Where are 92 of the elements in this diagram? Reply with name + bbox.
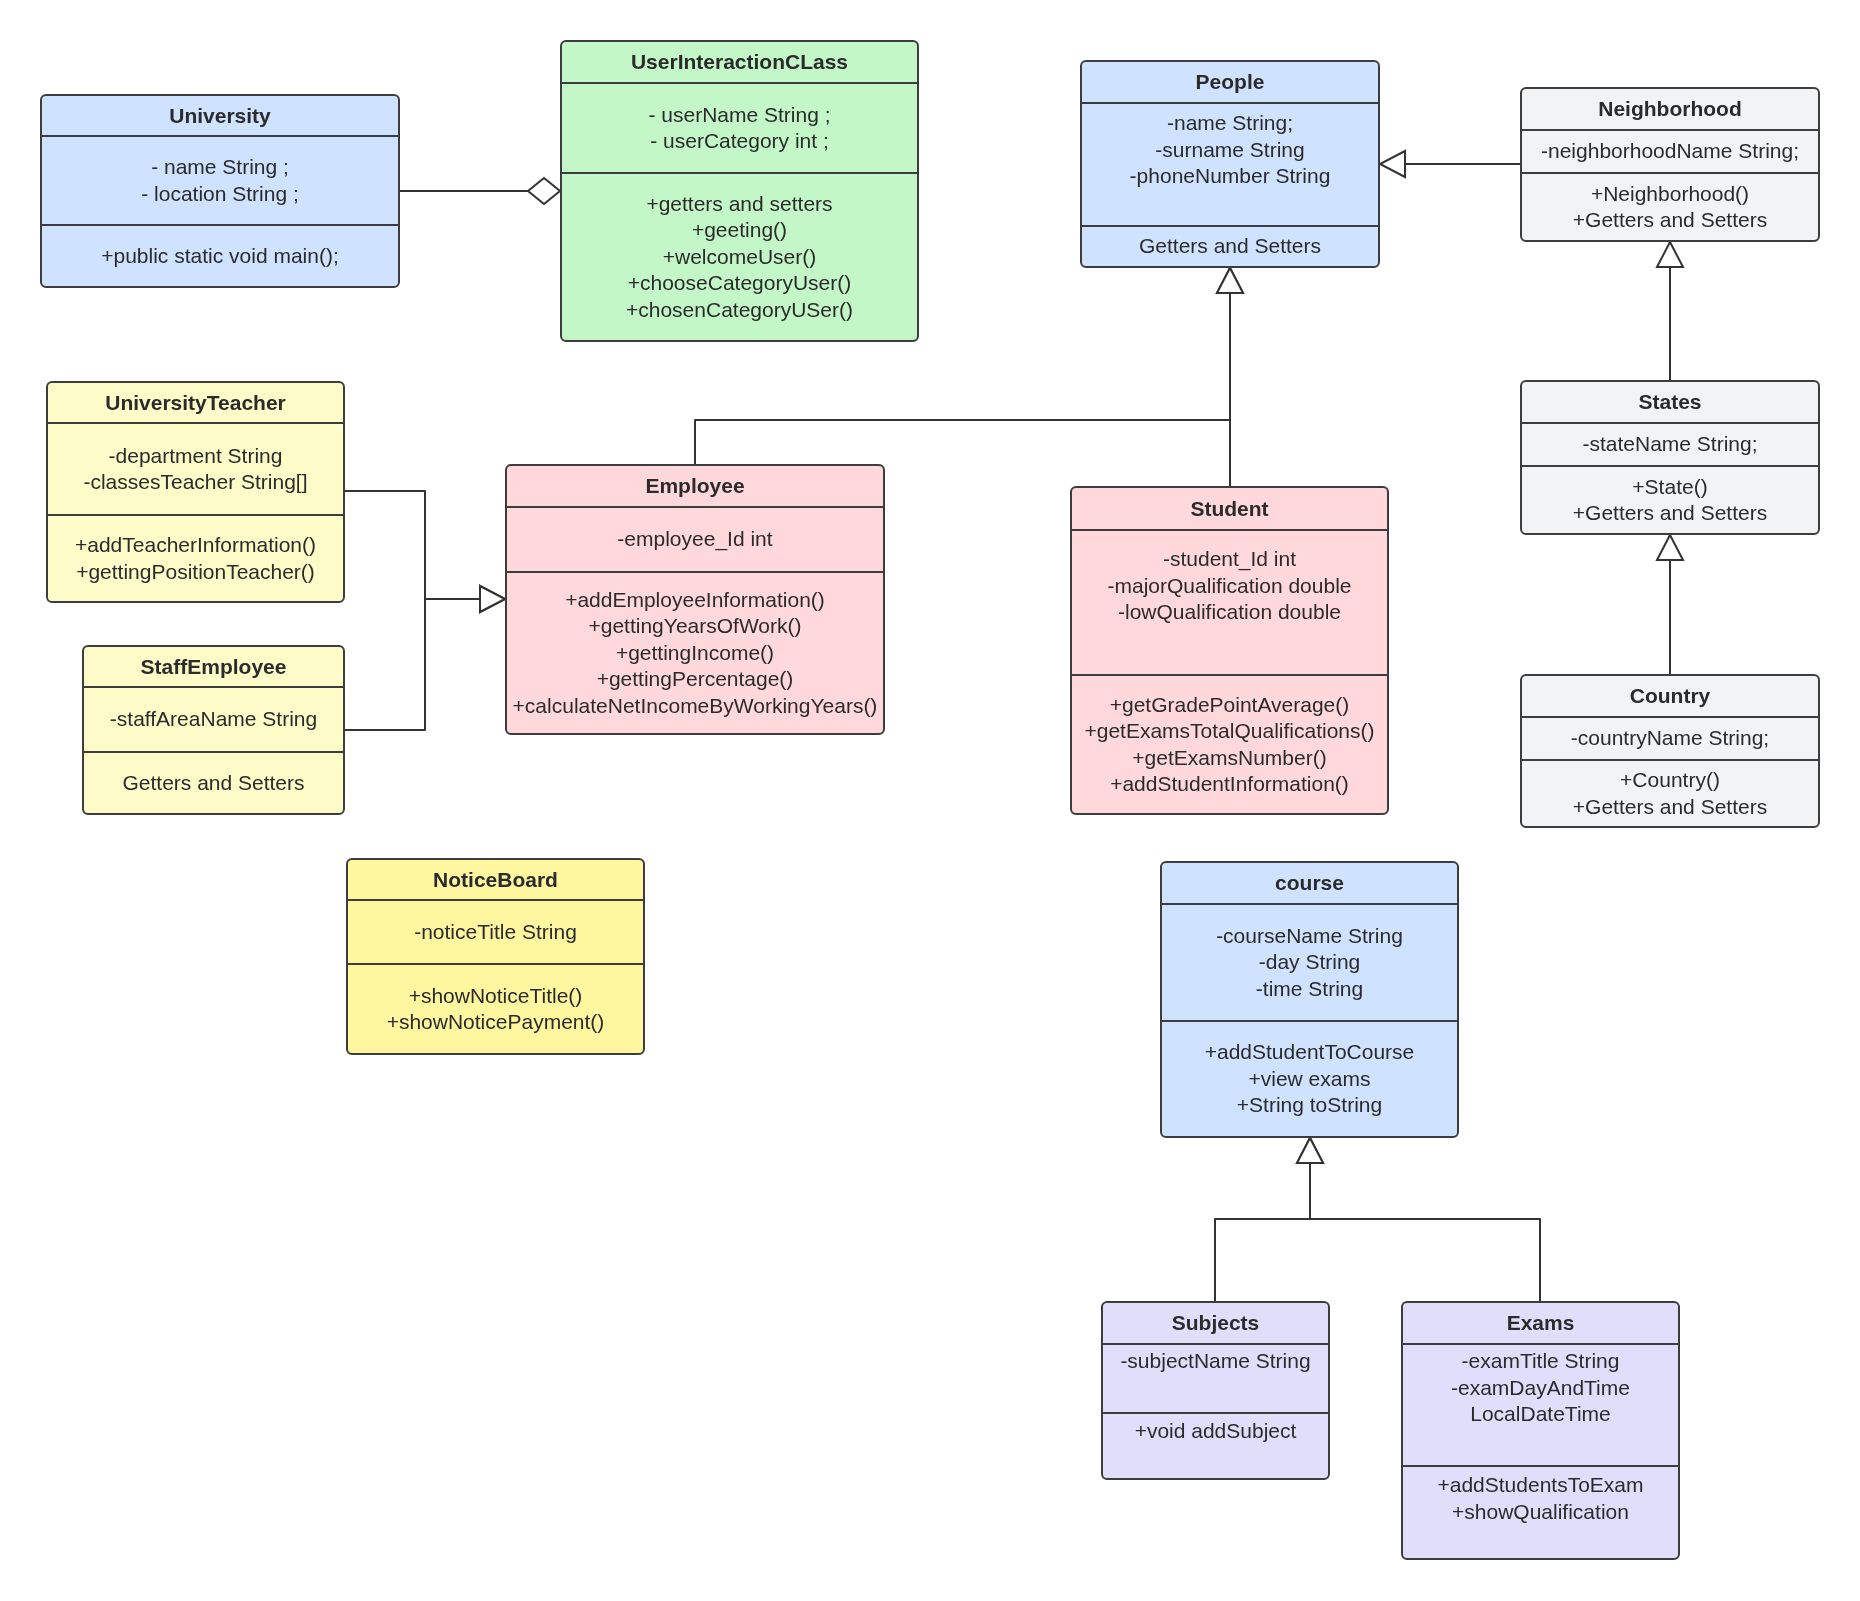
method-text: +Getters and Setters (1572, 500, 1768, 526)
attribute-text: -staffAreaName String (109, 706, 318, 733)
class-box (1070, 486, 1389, 815)
class-box (1160, 861, 1459, 1138)
inheritance-arrow (1216, 267, 1244, 487)
class-box (1520, 87, 1820, 242)
method-text: +welcomeUser() (662, 243, 817, 270)
method-text: +getExamsTotalQualifications() (1084, 718, 1375, 744)
method-text: +showNoticeTitle() (408, 982, 583, 1009)
class-name: Exams (1506, 1310, 1575, 1336)
method-text: +addStudentInformation() (1110, 771, 1349, 797)
attribute-text: -subjectName String (1120, 1348, 1311, 1374)
method-text: +gettingPercentage() (596, 666, 794, 693)
class-name: NoticeBoard (433, 866, 558, 893)
method-text: +gettingYearsOfWork() (588, 613, 802, 640)
method-text: +addTeacherInformation() (74, 532, 317, 558)
class-box (1101, 1301, 1330, 1480)
class-box (560, 40, 919, 342)
attribute-text: -name String; (1166, 110, 1294, 136)
method-text: +Getters and Setters (1572, 793, 1768, 820)
method-text: +getters and setters (646, 190, 833, 217)
attribute-text: - userCategory int ; (650, 128, 829, 154)
attribute-text: -phoneNumber String (1129, 163, 1331, 189)
class-box (1401, 1301, 1680, 1560)
class-name: UniversityTeacher (105, 389, 286, 416)
class-box (1520, 380, 1820, 535)
attribute-text: - name String ; (151, 154, 289, 180)
method-text: +Getters and Setters (1572, 207, 1768, 233)
attribute-text: -surname String (1155, 136, 1305, 163)
method-text: +void addSubject (1134, 1418, 1297, 1444)
class-box (82, 645, 345, 815)
class-box (505, 464, 885, 735)
method-text: +geeting() (691, 217, 788, 244)
class-name: University (169, 102, 271, 129)
attribute-text: -courseName String (1216, 922, 1403, 949)
attribute-text: - userName String ; (648, 101, 831, 128)
class-name: States (1638, 389, 1702, 415)
attribute-text: -neighborhoodName String; (1541, 138, 1799, 165)
method-text: +Neighborhood() (1590, 180, 1750, 207)
attribute-text: -department String (108, 442, 283, 469)
method-text: +State() (1632, 473, 1708, 500)
attribute-text: -employee_Id int (617, 526, 773, 553)
attribute-text: -majorQualification double (1107, 572, 1352, 599)
method-text: +showQualification (1452, 1498, 1629, 1525)
class-box (1520, 674, 1820, 828)
attribute-text: -countryName String; (1570, 725, 1770, 752)
method-text: +getGradePointAverage() (1109, 691, 1350, 718)
attribute-text: -time String (1255, 975, 1364, 1002)
inheritance-arrow (1379, 150, 1521, 178)
method-text: +gettingPositionTeacher() (76, 558, 315, 585)
attribute-text: -classesTeacher String[] (83, 469, 308, 495)
attribute-text: - location String ; (141, 180, 299, 207)
inheritance-arrow (1656, 534, 1684, 675)
attribute-text: -student_Id int (1162, 546, 1297, 573)
class-name: course (1275, 870, 1344, 896)
method-text: +Country() (1620, 767, 1720, 793)
inheritance-arrow (1296, 1137, 1541, 1302)
class-name: People (1195, 69, 1265, 95)
method-text: +chooseCategoryUser() (627, 270, 852, 297)
method-text: +String toString (1236, 1092, 1383, 1119)
class-name: Country (1629, 683, 1711, 709)
method-text: +public static void main(); (101, 242, 339, 269)
inheritance-arrow (1656, 241, 1684, 381)
method-text: +view exams (1248, 1065, 1371, 1092)
method-text: +addStudentsToExam (1437, 1472, 1644, 1498)
inheritance-arrow (344, 585, 506, 731)
method-text: Getters and Setters (1138, 233, 1322, 260)
aggregation-connector (399, 177, 561, 205)
attribute-text: -day String (1258, 949, 1361, 976)
class-name: Subjects (1171, 1310, 1260, 1336)
attribute-text: -examTitle String (1461, 1348, 1620, 1374)
method-text: +showNoticePayment() (386, 1009, 605, 1035)
method-text: +addStudentToCourse (1204, 1039, 1415, 1066)
method-text: +addEmployeeInformation() (565, 586, 825, 613)
class-name: StaffEmployee (140, 653, 287, 680)
attribute-text: -lowQualification double (1118, 599, 1341, 625)
class-name: UserInteractionCLass (630, 49, 849, 75)
class-name: Neighborhood (1598, 96, 1742, 122)
class-box (1080, 60, 1380, 268)
class-name: Employee (645, 473, 745, 499)
class-name: Student (1190, 495, 1269, 522)
class-box (46, 381, 345, 603)
method-text: +getExamsNumber() (1132, 744, 1327, 771)
method-text: +gettingIncome() (615, 639, 775, 666)
method-text: Getters and Setters (122, 769, 305, 796)
method-text: +calculateNetIncomeByWorkingYears() (512, 692, 878, 719)
class-box (346, 858, 645, 1055)
attribute-text: -examDayAndTime LocalDateTime (1450, 1374, 1631, 1427)
class-box (40, 94, 400, 288)
attribute-text: -stateName String; (1582, 431, 1758, 458)
attribute-text: -noticeTitle String (414, 918, 577, 945)
method-text: +chosenCategoryUSer() (626, 296, 853, 323)
